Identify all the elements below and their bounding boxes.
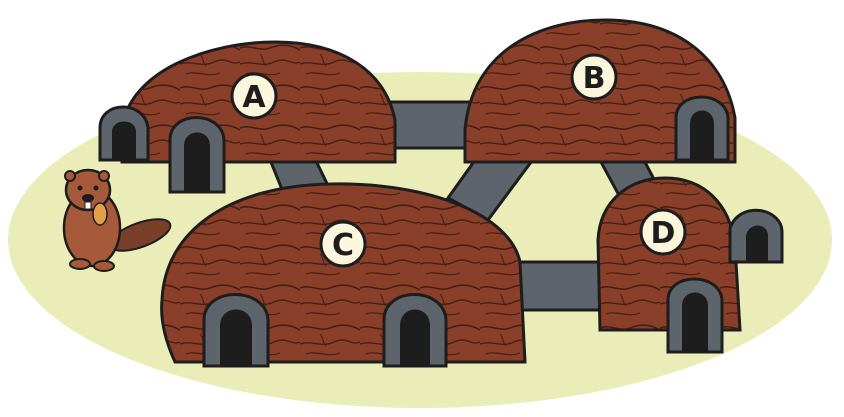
lodge-label-c-text: C [332,228,354,263]
lodge-label-c: C [321,222,365,266]
lodge-label-a-text: A [242,80,266,115]
lodge-c [162,184,525,366]
lodge-label-a: A [232,74,276,118]
lodge-label-b: B [572,55,616,99]
lodge-label-d-text: D [651,216,676,251]
lodge-label-b-text: B [583,61,606,96]
lodge-label-d: D [641,210,685,254]
